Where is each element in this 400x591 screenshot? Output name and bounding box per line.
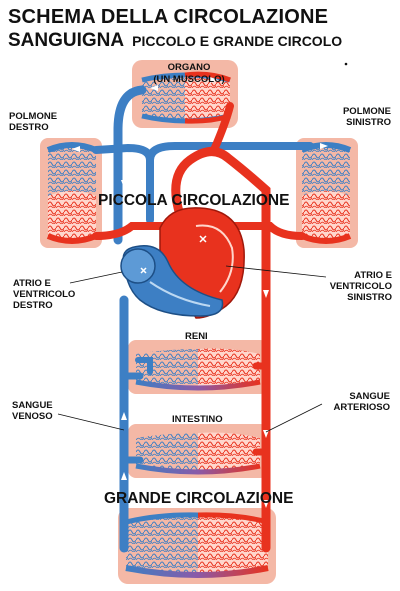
kidneys-label: RENI [185, 331, 208, 342]
big-circulation-label: GRANDE CIRCOLAZIONE [104, 490, 294, 507]
left-heart-label: ATRIO E VENTRICOLO SINISTRO [329, 270, 392, 303]
arterial-blood-label: SANGUE ARTERIOSO [333, 391, 390, 413]
organ-muscle-label: ORGANO [167, 62, 211, 73]
heart [120, 207, 245, 319]
organ-muscle-sublabel: (UN MUSCOLO) [153, 74, 225, 85]
intestine-label: INTESTINO [172, 414, 223, 425]
left-lung-label: POLMONE SINISTRO [342, 106, 391, 128]
diagram-subtitle: PICCOLO E GRANDE CIRCOLO [132, 33, 343, 49]
right-heart-label: ATRIO E VENTRICOLO DESTRO [13, 278, 76, 311]
diagram-title-main: SANGUIGNA [8, 30, 125, 51]
venous-blood-label: SANGUE VENOSO [12, 400, 53, 422]
right-lung-label: POLMONE DESTRO [9, 111, 58, 133]
diagram-title-line2: SANGUIGNA PICCOLO E GRANDE CIRCOLO [8, 30, 342, 52]
diagram-title-line1: SCHEMA DELLA CIRCOLAZIONE [8, 6, 329, 28]
small-circulation-label: PICCOLA CIRCOLAZIONE [98, 192, 290, 209]
